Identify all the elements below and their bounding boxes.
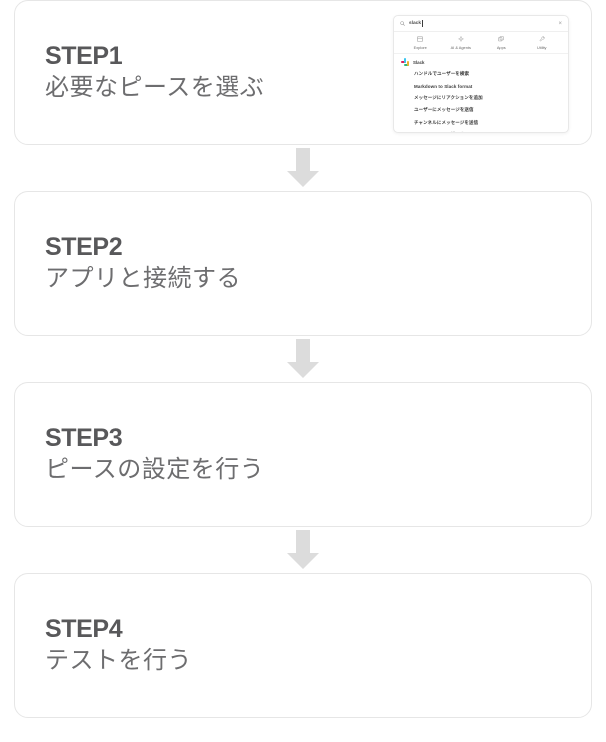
step-card-2: STEP2 アプリと接続する チャンネルにメッセージを送信 × Slack (チ… — [14, 191, 592, 336]
step-description-2: アプリと接続する — [45, 265, 241, 293]
down-arrow-icon — [287, 530, 319, 569]
list-item[interactable]: ユーザーからの承認要求 — [401, 129, 561, 132]
palette-item-list: ハンドルでユーザーを検索 Markdown to Slack format メッ… — [394, 68, 568, 132]
step-text-1: STEP1 必要なピースを選ぶ — [15, 42, 375, 104]
palette-close-icon[interactable]: × — [558, 20, 562, 27]
step-card-4: STEP4 テストを行う サンプルデータの生成 テスト成功 今日、午後1:26 — [14, 573, 592, 718]
step-number-3: STEP3 — [45, 423, 123, 452]
step-description-3: ピースの設定を行う — [45, 456, 265, 484]
palette-group-name: Slack — [413, 59, 425, 65]
palette-tab-label: AI & Agents — [450, 45, 471, 50]
list-item[interactable]: ハンドルでユーザーを検索 — [414, 71, 470, 77]
palette-tab-label: Explore — [413, 45, 427, 50]
step-text-2: STEP2 アプリと接続する — [15, 233, 375, 295]
palette-tab-apps[interactable]: Apps — [481, 36, 522, 50]
step-number-1: STEP1 — [45, 41, 123, 70]
palette-tab-label: Utility — [536, 45, 547, 50]
search-icon — [400, 20, 405, 27]
wrench-icon — [539, 36, 545, 43]
step-description-4: テストを行う — [45, 647, 192, 675]
list-item[interactable]: Markdown to Slack format — [414, 83, 473, 89]
palette-tab-explore[interactable]: Explore — [400, 36, 441, 50]
step-description-1: 必要なピースを選ぶ — [45, 74, 265, 102]
step-number-4: STEP4 — [45, 614, 123, 643]
palette-search-input[interactable]: slack — [409, 20, 554, 27]
palette-tabs: Explore AI & Agents Apps — [394, 32, 568, 54]
apps-icon — [498, 36, 505, 43]
step-text-4: STEP4 テストを行う — [15, 615, 375, 677]
arrow-connector-3 — [0, 527, 606, 573]
arrow-connector-2 — [0, 336, 606, 382]
list-item[interactable]: ユーザーにメッセージを送信 — [414, 107, 474, 113]
down-arrow-icon — [287, 339, 319, 378]
list-item[interactable]: メッセージにリアクションを追加 — [414, 94, 483, 100]
palette-group-header: Slack — [394, 54, 568, 68]
palette-tab-ai-agents[interactable]: AI & Agents — [441, 35, 482, 50]
list-item[interactable]: チャンネルにメッセージを送信 — [414, 119, 479, 125]
palette-tab-utility[interactable]: Utility — [522, 36, 563, 50]
grid-icon — [417, 36, 424, 43]
arrow-connector-1 — [0, 145, 606, 191]
slack-logo-icon — [401, 58, 409, 66]
sparkle-icon — [457, 35, 465, 43]
step-text-3: STEP3 ピースの設定を行う — [15, 424, 375, 486]
down-arrow-icon — [287, 148, 319, 187]
step-card-3: STEP3 ピースの設定を行う チャンネル * f C090ME2B2AM チャ… — [14, 382, 592, 527]
palette-tab-label: Apps — [496, 45, 506, 50]
step-card-1: STEP1 必要なピースを選ぶ slack × Explore — [14, 0, 592, 145]
palette-search-row[interactable]: slack × — [394, 16, 568, 32]
step-number-2: STEP2 — [45, 232, 123, 261]
search-palette-panel: slack × Explore AI & Agents — [393, 15, 569, 133]
